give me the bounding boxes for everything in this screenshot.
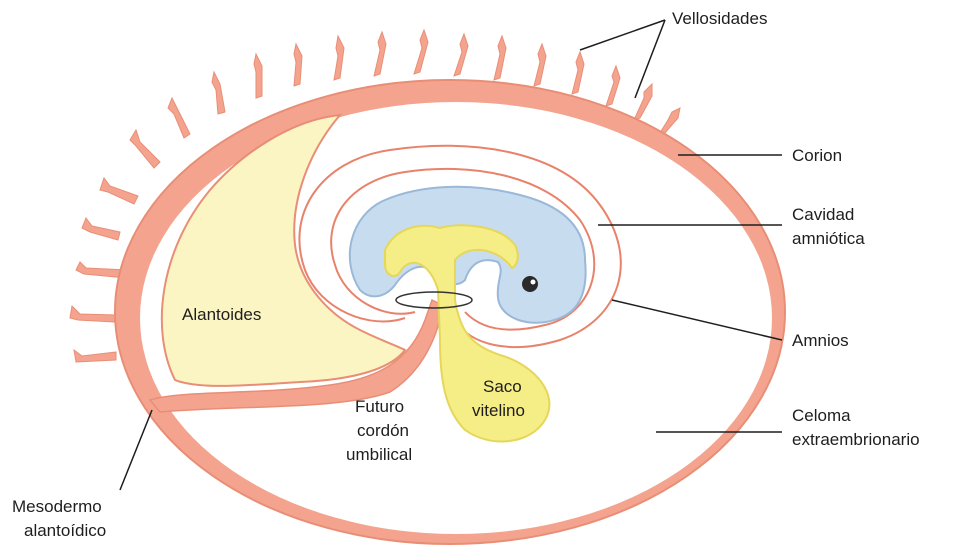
label-mesodermo-line2: alantoídico: [24, 521, 106, 540]
label-saco-line1: Saco: [483, 377, 522, 396]
leader-vellosidades-1: [580, 20, 665, 50]
label-cavidad-line2: amniótica: [792, 229, 865, 248]
embryo-eye: [522, 276, 538, 292]
label-cavidad-line1: Cavidad: [792, 205, 854, 224]
label-futuro-line3: umbilical: [346, 445, 412, 464]
label-amnios: Amnios: [792, 331, 849, 350]
label-mesodermo-line1: Mesodermo: [12, 497, 102, 516]
label-celoma-line1: Celoma: [792, 406, 851, 425]
label-vellosidades: Vellosidades: [672, 9, 767, 28]
label-futuro-line1: Futuro: [355, 397, 404, 416]
label-celoma-line2: extraembrionario: [792, 430, 920, 449]
label-saco-line2: vitelino: [472, 401, 525, 420]
leader-mesodermo: [120, 410, 152, 490]
embryo-eye-highlight: [531, 280, 536, 285]
label-futuro-line2: cordón: [357, 421, 409, 440]
label-alantoides: Alantoides: [182, 305, 261, 324]
label-corion: Corion: [792, 146, 842, 165]
